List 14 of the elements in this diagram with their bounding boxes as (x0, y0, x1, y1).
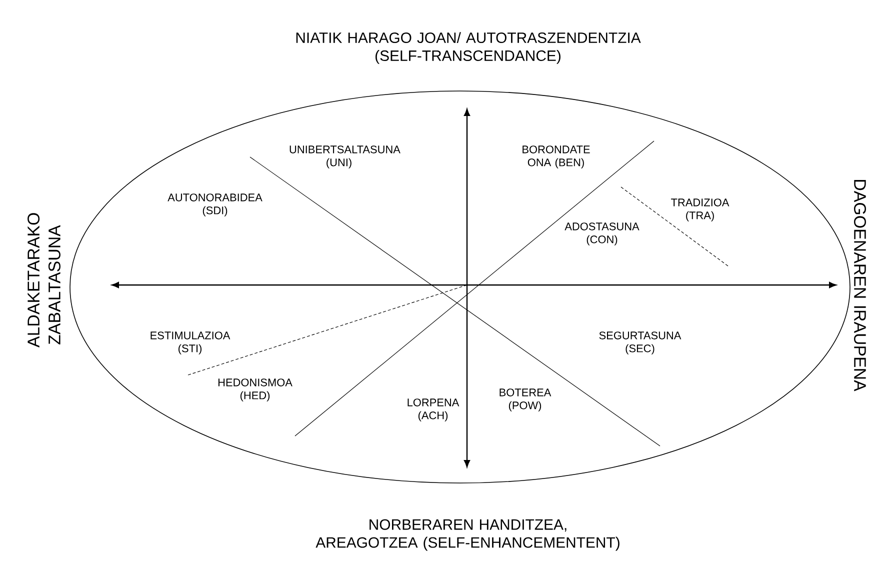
value-label: AUTONORABIDEA (SDI) (168, 194, 262, 216)
axis-heading: DAGOENAREN IRAUPENA (854, 180, 866, 392)
value-label: BOTEREA (POW) (500, 388, 552, 412)
axis-heading: ALDAKETARAKO ZABALTASUNA (28, 213, 60, 348)
axis-heading: NORBERAREN HANDITZEA, AREAGOTZEA (SELF-ENHANCEMENTENT) (316, 519, 620, 551)
value-label: TRADIZIOA (TRA) (671, 198, 730, 222)
value-label: LORPENA (ACH) (408, 398, 460, 422)
value-label: UNIBERTSALTASUNA (UNI) (290, 146, 400, 168)
value-label: ADOSTASUNA (CON) (564, 222, 640, 246)
axis-heading: NIATIK HARAGO JOAN/ AUTOTRASZENDENTZIA (SELF-TRANSCENDANCE) (296, 32, 641, 64)
value-label: BORONDATE ONA (BEN) (522, 146, 590, 168)
value-label: HEDONISMOA (HED) (218, 378, 292, 402)
value-label: ESTIMULAZIOA (STI) (150, 332, 230, 354)
value-label: SEGURTASUNA (SEC) (599, 332, 682, 354)
